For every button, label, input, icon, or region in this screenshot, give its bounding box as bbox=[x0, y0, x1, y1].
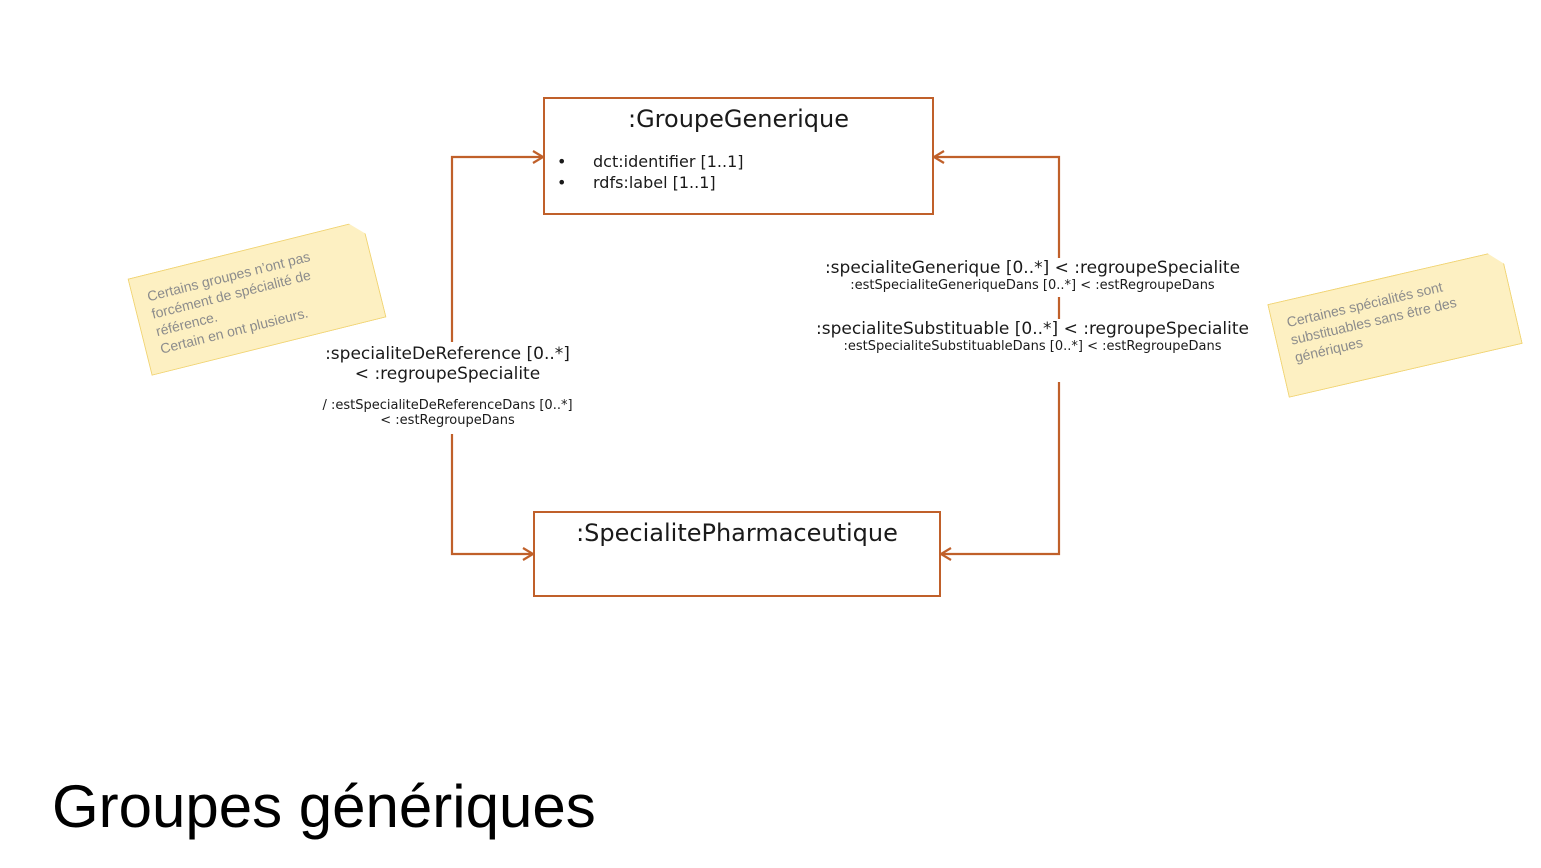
role-name: :specialiteSubstituable [0..*] < :regrou… bbox=[816, 319, 1249, 339]
class-name: :GroupeGenerique bbox=[627, 105, 849, 133]
page-title: Groupes génériques bbox=[52, 773, 596, 840]
attribute-text: rdfs:label [1..1] bbox=[593, 173, 716, 192]
class-specialite-pharmaceutique[interactable]: :SpecialitePharmaceutique bbox=[533, 511, 941, 597]
arrowhead-specialite-right bbox=[938, 547, 952, 561]
inverse-role-name: / :estSpecialiteDeReferenceDans [0..*] bbox=[322, 398, 573, 413]
arrowhead-groupe-right bbox=[931, 150, 945, 164]
substituable-association-label: :specialiteSubstituable [0..*] < :regrou… bbox=[800, 319, 1265, 382]
reference-association-label: :specialiteDeReference [0..*] < :regroup… bbox=[300, 342, 595, 434]
inverse-role-property: < :estRegroupeDans bbox=[380, 413, 515, 428]
role-name: :specialiteGenerique [0..*] < :regroupeS… bbox=[824, 258, 1241, 278]
inverse-role-name: :estSpecialiteGeneriqueDans [0..*] < :es… bbox=[850, 278, 1215, 293]
attribute-item: • rdfs:label [1..1] bbox=[545, 172, 932, 193]
class-name: :SpecialitePharmaceutique bbox=[576, 519, 898, 547]
bullet-icon: • bbox=[557, 152, 567, 171]
class-groupe-generique[interactable]: :GroupeGenerique • dct:identifier [1..1] … bbox=[543, 97, 934, 215]
attribute-text: dct:identifier [1..1] bbox=[593, 152, 744, 171]
generique-association-label: :specialiteGenerique [0..*] < :regroupeS… bbox=[800, 258, 1265, 297]
attribute-item: • dct:identifier [1..1] bbox=[545, 151, 932, 172]
attribute-list: • dct:identifier [1..1] • rdfs:label [1..1… bbox=[545, 151, 932, 193]
role-name: :specialiteDeReference [0..*] bbox=[325, 344, 570, 364]
role-property: < :regroupeSpecialite bbox=[354, 364, 541, 384]
inverse-role-name: :estSpecialiteSubstituableDans [0..*] < … bbox=[843, 339, 1222, 354]
bullet-icon: • bbox=[557, 173, 567, 192]
